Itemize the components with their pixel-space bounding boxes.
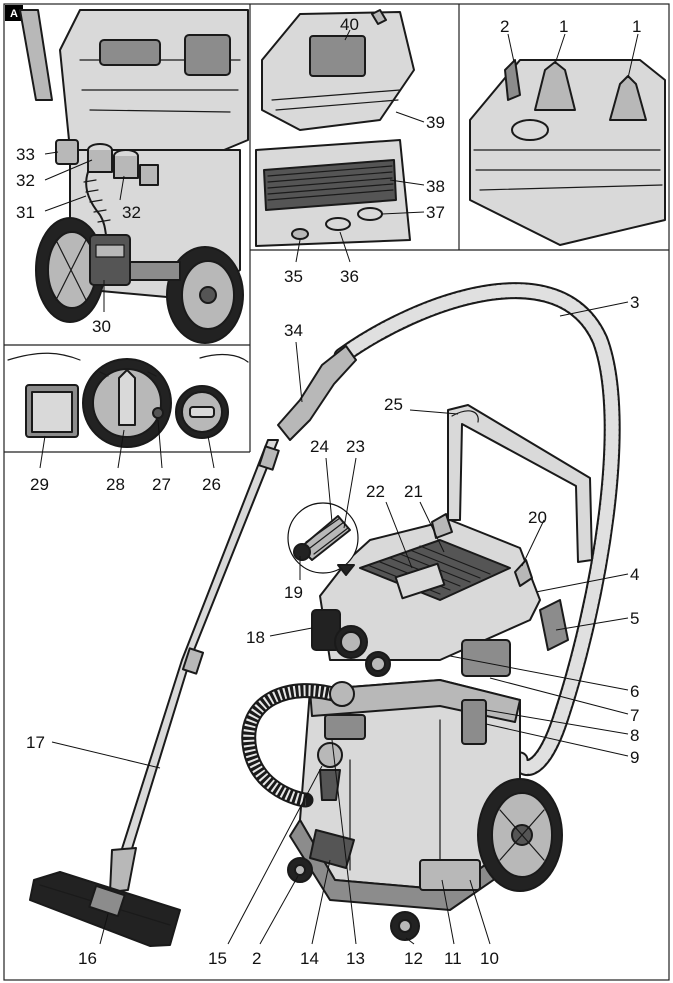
callout-36: 36 (340, 267, 359, 286)
callout-11: 11 (444, 949, 462, 968)
rear-wheel-left (35, 217, 105, 323)
panel-control-detail (7, 352, 249, 469)
head-top-grid (359, 539, 511, 601)
callout-4: 4 (630, 565, 639, 584)
callout-9: 9 (630, 748, 639, 767)
caster-front-left (287, 857, 313, 883)
panel-open-lid (255, 9, 425, 263)
callout-17: 17 (26, 733, 45, 752)
floor-nozzle (29, 847, 181, 947)
callout-2-top: 2 (500, 17, 509, 36)
callout-32-b: 32 (122, 203, 141, 222)
figure-letter-badge: A (5, 5, 23, 21)
callout-38: 38 (426, 177, 445, 196)
callout-16: 16 (78, 949, 97, 968)
inset-plug (287, 502, 359, 576)
callout-20: 20 (528, 508, 547, 527)
callout-8: 8 (630, 726, 639, 745)
callout-29: 29 (30, 475, 49, 494)
figure-letter: A (10, 8, 18, 20)
callout-1-a: 1 (559, 17, 568, 36)
callout-37: 37 (426, 203, 445, 222)
callout-32-a: 32 (16, 171, 35, 190)
main-vacuum-view (29, 282, 629, 947)
panel-accessory-detail (19, 9, 249, 344)
filter-element (263, 159, 397, 211)
callout-19: 19 (284, 583, 303, 602)
callout-25: 25 (384, 395, 403, 414)
callout-30: 30 (92, 317, 111, 336)
callout-35: 35 (284, 267, 303, 286)
callout-22: 22 (366, 482, 385, 501)
callout-1-b: 1 (632, 17, 641, 36)
callout-13: 13 (346, 949, 365, 968)
callout-34: 34 (284, 321, 303, 340)
callout-14: 14 (300, 949, 319, 968)
callout-21: 21 (404, 482, 423, 501)
callout-24: 24 (310, 437, 329, 456)
inlet-hose (241, 683, 348, 808)
callout-28: 28 (106, 475, 125, 494)
callout-2-bottom: 2 (252, 949, 261, 968)
leader-lines (51, 301, 629, 945)
callout-6: 6 (630, 682, 639, 701)
callout-12: 12 (404, 949, 423, 968)
callout-27: 27 (152, 475, 171, 494)
rear-wheel (477, 778, 563, 892)
callout-labels: 2 1 1 40 39 38 37 35 36 33 32 31 32 30 2… (16, 15, 641, 968)
caster-front-right (390, 911, 420, 941)
callout-18: 18 (246, 628, 265, 647)
callout-7: 7 (630, 706, 639, 725)
callout-15: 15 (208, 949, 227, 968)
callout-39: 39 (426, 113, 445, 132)
callout-31: 31 (16, 203, 35, 222)
rear-wheel-right (166, 246, 244, 344)
panel-container-top (469, 33, 666, 246)
callout-23: 23 (346, 437, 365, 456)
callout-10: 10 (480, 949, 499, 968)
callout-33: 33 (16, 145, 35, 164)
callout-5: 5 (630, 609, 639, 628)
callout-40: 40 (340, 15, 359, 34)
callout-26: 26 (202, 475, 221, 494)
panel-frames (3, 3, 670, 981)
callout-3: 3 (630, 293, 639, 312)
